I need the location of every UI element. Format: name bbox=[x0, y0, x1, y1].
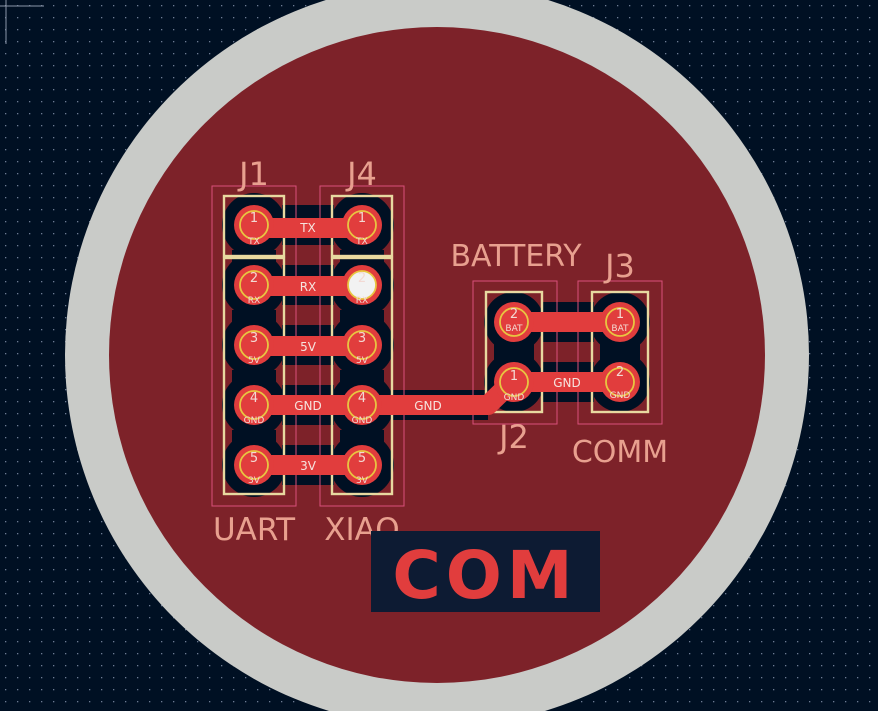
pad-net: BAT bbox=[611, 324, 629, 334]
trace-label-gnd-power: GND bbox=[553, 376, 581, 390]
j1-pads[interactable] bbox=[234, 205, 274, 485]
pad-net: RX bbox=[356, 296, 368, 306]
j4-pad-1-ring bbox=[347, 210, 377, 240]
pad-number: 5 bbox=[358, 451, 366, 466]
j4-pads[interactable] bbox=[342, 205, 382, 485]
board-logo: COM bbox=[392, 537, 577, 614]
pad-net: GND bbox=[610, 391, 631, 401]
j1-pad-3-ring bbox=[239, 330, 269, 360]
trace-label-gnd: GND bbox=[294, 399, 322, 413]
j2-value: BATTERY bbox=[450, 239, 582, 274]
pad-number: 2 bbox=[358, 271, 366, 286]
pad-number: 1 bbox=[616, 307, 624, 322]
pad-number: 1 bbox=[358, 211, 366, 226]
j2-pads[interactable] bbox=[494, 302, 534, 402]
pad-net: TX bbox=[355, 237, 368, 247]
j4-pad-4-ring bbox=[347, 390, 377, 420]
pad-net: 5V bbox=[248, 356, 261, 366]
j1-pad-4-ring bbox=[239, 390, 269, 420]
pad-net: GND bbox=[352, 416, 373, 426]
pad-net: BAT bbox=[505, 324, 523, 334]
j3-pad-1-ring bbox=[605, 307, 635, 337]
power-pad-text: 2 BAT 1 GND 1 BAT 2 GND bbox=[504, 307, 631, 403]
j3-pad-2-ring bbox=[605, 367, 635, 397]
pad-number: 4 bbox=[250, 391, 258, 406]
j2-pad-2-ring bbox=[499, 307, 529, 337]
j4-pad-2-ring bbox=[347, 270, 377, 300]
trace-label-5v: 5V bbox=[300, 340, 317, 354]
j1-pad-2-ring bbox=[239, 270, 269, 300]
pad-number: 1 bbox=[250, 211, 258, 226]
trace-label-3v: 3V bbox=[300, 459, 317, 473]
j3-value: COMM bbox=[572, 435, 668, 470]
j1-pad-5-ring bbox=[239, 450, 269, 480]
j4-pad-text: 1 TX 2 RX 3 5V 4 GND 5 3V bbox=[352, 211, 373, 486]
pad-net: GND bbox=[244, 416, 265, 426]
j2-reference: J2 bbox=[497, 418, 529, 456]
j4-reference: J4 bbox=[345, 155, 377, 193]
pad-net: 3V bbox=[248, 476, 261, 486]
j1-pad-1-ring bbox=[239, 210, 269, 240]
trace-label-gnd-long: GND bbox=[414, 399, 442, 413]
j1-value: UART bbox=[213, 512, 296, 548]
pad-number: 5 bbox=[250, 451, 258, 466]
j4-pad-3-ring bbox=[347, 330, 377, 360]
trace-label-tx: TX bbox=[299, 221, 316, 235]
pad-net: RX bbox=[248, 296, 260, 306]
pad-number: 3 bbox=[250, 331, 258, 346]
pad-net: 5V bbox=[356, 356, 369, 366]
pad-number: 1 bbox=[510, 369, 518, 384]
j4-pad-5-ring bbox=[347, 450, 377, 480]
pad-net: TX bbox=[247, 237, 260, 247]
pad-number: 3 bbox=[358, 331, 366, 346]
trace-label-rx: RX bbox=[300, 280, 317, 294]
j3-pads[interactable] bbox=[600, 302, 640, 402]
j2-pad-1-ring bbox=[499, 367, 529, 397]
copper-pour bbox=[109, 27, 765, 683]
j3-reference: J3 bbox=[603, 247, 635, 285]
pad-number: 2 bbox=[250, 271, 258, 286]
pad-number: 2 bbox=[616, 365, 624, 380]
pad-net: GND bbox=[504, 393, 525, 403]
logo-background bbox=[371, 531, 600, 612]
pad-number: 4 bbox=[358, 391, 366, 406]
pad-net: 3V bbox=[356, 476, 369, 486]
j1-pad-text: 1 TX 2 RX 3 5V 4 GND 5 3V bbox=[244, 211, 265, 486]
origin-marker bbox=[0, 0, 44, 44]
pad-number: 2 bbox=[510, 307, 518, 322]
j1-reference: J1 bbox=[237, 155, 269, 193]
trace-labels: TX RX 5V GND GND 3V GND bbox=[294, 221, 581, 473]
